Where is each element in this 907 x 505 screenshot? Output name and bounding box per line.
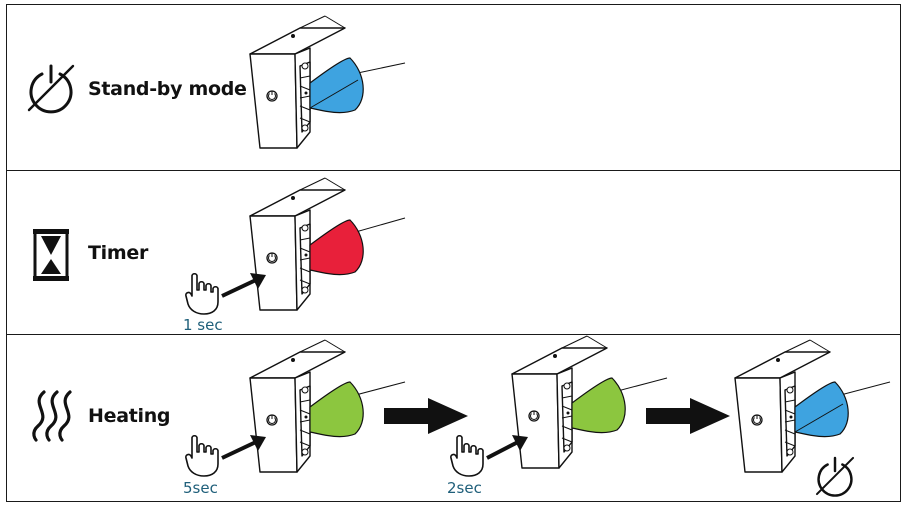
power-off-icon	[27, 64, 75, 114]
led-cone	[794, 381, 849, 438]
led-cone	[309, 381, 364, 438]
hand-press-icon	[185, 434, 219, 477]
press-arrow	[221, 435, 266, 460]
led-cone	[309, 57, 364, 114]
led-cone	[309, 219, 364, 276]
hand-press-icon	[185, 272, 219, 315]
timer-press-duration: 1 sec	[183, 316, 223, 334]
heater-device-heating-2	[511, 335, 668, 469]
hand-press-icon	[450, 434, 484, 477]
timer-row	[6, 170, 901, 336]
led-cone	[571, 377, 626, 434]
timer-label: Timer	[88, 242, 149, 264]
heater-device-standby	[249, 15, 406, 149]
heater-device-standby-result	[734, 339, 891, 473]
flow-arrow	[646, 398, 730, 434]
heater-device-timer	[249, 177, 406, 311]
flow-arrow	[384, 398, 468, 434]
heating-label: Heating	[88, 405, 171, 427]
press-arrow	[221, 273, 266, 298]
heating-press-duration-first: 5sec	[183, 479, 218, 497]
heating-press-duration-second: 2sec	[447, 479, 482, 497]
standby-label: Stand-by mode	[88, 78, 247, 100]
heat-waves-icon	[32, 390, 72, 442]
hourglass-icon	[33, 229, 69, 281]
press-arrow	[486, 435, 528, 460]
standby-row	[6, 4, 901, 172]
heater-device-heating	[249, 339, 406, 473]
power-off-icon	[815, 456, 855, 497]
